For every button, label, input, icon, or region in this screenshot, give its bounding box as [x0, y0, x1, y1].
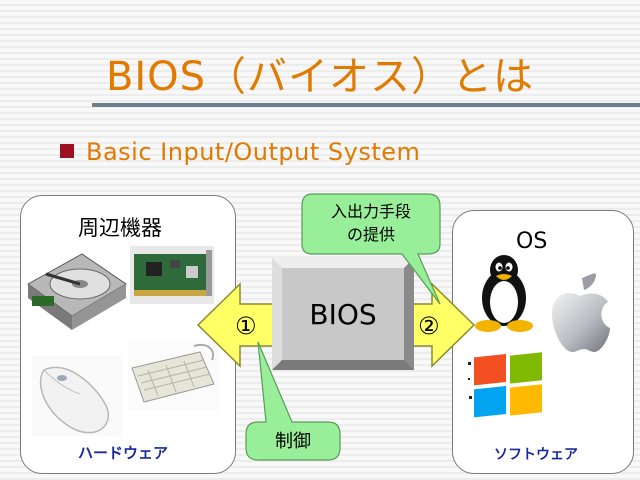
bottom-callout-bubble — [245, 341, 341, 461]
left-arrow-number: ① — [235, 312, 257, 340]
hard-disk-icon — [27, 253, 127, 330]
software-footer: ソフトウェア — [494, 447, 578, 463]
bios-box: BIOS — [272, 258, 414, 370]
hardware-footer: ハードウェア — [78, 444, 169, 462]
bottom-callout-text: 制御 — [275, 431, 311, 452]
title-underline — [92, 103, 640, 107]
bullet-text: Basic Input/Output System — [86, 138, 421, 166]
top-callout-line2: の提供 — [346, 225, 395, 244]
mouse-icon — [32, 356, 122, 436]
top-callout-line1: 入出力手段 — [330, 202, 411, 221]
slide-title: BIOS（バイオス）とは — [105, 54, 535, 100]
tux-penguin-icon — [475, 255, 533, 332]
hardware-heading: 周辺機器 — [78, 216, 162, 240]
apple-logo-icon — [552, 273, 610, 353]
bios-label: BIOS — [309, 297, 377, 331]
network-card-icon — [130, 246, 214, 304]
windows-logo-icon — [468, 352, 542, 418]
top-callout-bubble — [301, 193, 441, 305]
os-heading: OS — [516, 229, 548, 254]
right-arrow-number: ② — [418, 312, 440, 340]
keyboard-icon — [128, 340, 220, 410]
bullet-marker — [60, 144, 74, 158]
